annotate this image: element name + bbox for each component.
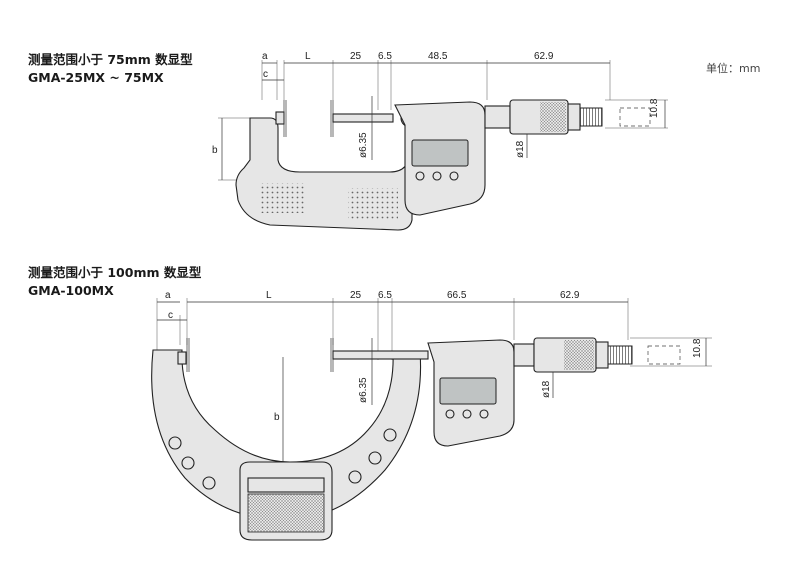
d2-25: 25 (350, 290, 362, 301)
d1-c: c (263, 69, 268, 80)
d1-25: 25 (350, 51, 362, 62)
d1-48-5: 48.5 (428, 51, 448, 62)
d1-L: L (305, 51, 311, 62)
diagram1-title: 测量范围小于 75mm 数显型 (28, 52, 193, 67)
d2-66-5: 66.5 (447, 290, 467, 301)
d1-6-5: 6.5 (378, 51, 392, 62)
diagram2: a c L 25 6.5 66.5 62.9 b (151, 290, 712, 541)
d1-10-8: 10.8 (649, 98, 660, 118)
diagram2-title: 测量范围小于 100mm 数显型 (28, 265, 202, 280)
d2-c: c (168, 310, 173, 321)
unit-label: 单位：mm (706, 62, 761, 75)
d1-62-9: 62.9 (534, 51, 554, 62)
d2-a: a (165, 290, 171, 301)
diagram1-model: GMA-25MX ~ 75MX (28, 70, 164, 85)
diagram1: a c L 25 6.5 48.5 62.9 b (212, 51, 668, 231)
d2-L: L (266, 290, 272, 301)
d2-10-8: 10.8 (692, 338, 703, 358)
d1-phi6-35: ø6.35 (358, 132, 369, 158)
d1-phi18: ø18 (515, 140, 526, 158)
diagram2-model: GMA-100MX (28, 283, 114, 298)
d2-b: b (274, 412, 280, 423)
d2-phi6-35: ø6.35 (358, 377, 369, 403)
d2-62-9: 62.9 (560, 290, 580, 301)
d1-b: b (212, 145, 218, 156)
d2-6-5: 6.5 (378, 290, 392, 301)
d2-phi18: ø18 (541, 380, 552, 398)
d1-a: a (262, 51, 268, 62)
